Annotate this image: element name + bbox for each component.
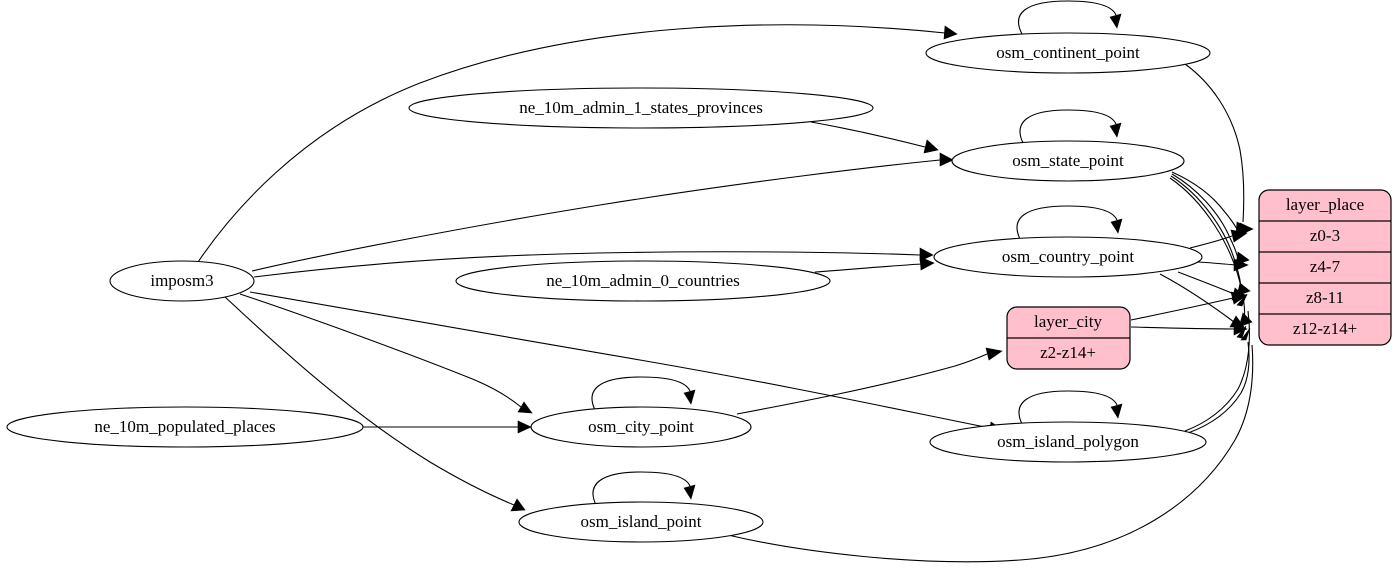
node-label-imposm3: imposm3	[150, 271, 213, 290]
edge-layer_city-to-layer_place-z8-11	[1130, 291, 1248, 321]
node-label-osm-continent-point: osm_continent_point	[996, 43, 1140, 62]
record-node-layer_place[interactable]: layer_place z0-3 z4-7 z8-11 z12-z14+	[1258, 189, 1392, 346]
node-label-osm-island-polygon: osm_island_polygon	[997, 432, 1139, 451]
node-label-ne-countries: ne_10m_admin_0_countries	[546, 271, 740, 290]
node-label-osm-city-point: osm_city_point	[588, 417, 694, 436]
node-label-ne-places: ne_10m_populated_places	[94, 417, 275, 436]
edge-ne_countries-to-osm_country_point	[814, 256, 935, 273]
layer-city-title: layer_city	[1034, 312, 1102, 331]
edge-selfloop-osm_continent_point	[1017, 0, 1122, 35]
layer-place-box[interactable]	[1258, 189, 1392, 346]
layer-place-row-z0-3[interactable]: z0-3	[1310, 226, 1340, 245]
node-ne_10m_admin_1_states_provinces[interactable]: ne_10m_admin_1_states_provinces	[408, 87, 874, 129]
record-node-layer: layer_city z2-z14+ layer_place z0-3 z4-7…	[1006, 189, 1392, 370]
layer-place-row-z12-z14[interactable]: z12-z14+	[1293, 319, 1357, 338]
layer-place-row-z4-7[interactable]: z4-7	[1310, 257, 1341, 276]
node-label-ne-states: ne_10m_admin_1_states_provinces	[519, 98, 763, 117]
node-label-osm-state-point: osm_state_point	[1012, 151, 1124, 170]
edge-imposm3-to-osm_city_point	[239, 293, 533, 414]
node-label-osm-country-point: osm_country_point	[1002, 247, 1134, 266]
node-imposm3[interactable]: imposm3	[109, 260, 255, 302]
edge-selfloop-osm_country_point	[1016, 205, 1123, 240]
edge-osm_island_polygon-to-layer_place-z8-11	[1184, 293, 1250, 432]
edge-selfloop-osm_island_point	[592, 471, 696, 506]
node-ne_10m_populated_places[interactable]: ne_10m_populated_places	[6, 406, 364, 448]
layer-city-row-z2-z14[interactable]: z2-z14+	[1040, 343, 1096, 362]
node-osm_city_point[interactable]: osm_city_point	[530, 406, 752, 448]
node-osm_island_point[interactable]: osm_island_point	[518, 501, 764, 543]
edge-ne_states-to-osm_state_point	[810, 121, 939, 154]
edge-imposm3-to-osm_continent_point	[197, 24, 958, 263]
node-osm_state_point[interactable]: osm_state_point	[951, 140, 1185, 182]
edge-imposm3-to-osm_island_point	[224, 296, 526, 512]
node-layer: imposm3 ne_10m_admin_1_states_provinces …	[6, 32, 1211, 543]
edge-osm_country_point-to-layer_place-z0-3	[1189, 229, 1248, 249]
node-osm_country_point[interactable]: osm_country_point	[933, 236, 1203, 278]
edge-imposm3-to-osm_country_point	[253, 247, 934, 278]
edge-osm_continent_point-to-layer_place-z0-3	[1184, 63, 1254, 236]
edge-selfloop-osm_island_polygon	[1018, 390, 1123, 425]
edge-osm_island_point-to-layer_place-z12-z14	[727, 327, 1254, 563]
layer-place-title: layer_place	[1286, 195, 1364, 214]
edge-osm_state_point-to-layer_place-z12-z14	[1169, 177, 1253, 328]
node-ne_10m_admin_0_countries[interactable]: ne_10m_admin_0_countries	[455, 260, 831, 302]
edge-osm_country_point-to-layer_place-z4-7	[1197, 258, 1249, 272]
layer-place-row-z8-11[interactable]: z8-11	[1306, 288, 1344, 307]
edge-layer	[197, 0, 1254, 563]
edge-osm_island_polygon-to-layer_place-z12-z14	[1187, 325, 1250, 434]
edge-osm_city_point-to-layer_city	[736, 347, 1003, 415]
node-osm_island_polygon[interactable]: osm_island_polygon	[929, 421, 1207, 463]
edge-layer_city-to-layer_place-z12-z14	[1130, 322, 1248, 336]
edge-ne_places-to-osm_city_point	[363, 420, 532, 434]
edge-imposm3-to-osm_state_point	[251, 152, 954, 272]
node-osm_continent_point[interactable]: osm_continent_point	[925, 32, 1211, 74]
edge-selfloop-osm_state_point	[1019, 109, 1122, 144]
edge-selfloop-osm_city_point	[591, 376, 696, 411]
node-label-osm-island-point: osm_island_point	[581, 512, 702, 531]
record-node-layer_city[interactable]: layer_city z2-z14+	[1006, 306, 1131, 370]
edge-osm_country_point-to-layer_place-z12-z14	[1159, 273, 1245, 328]
